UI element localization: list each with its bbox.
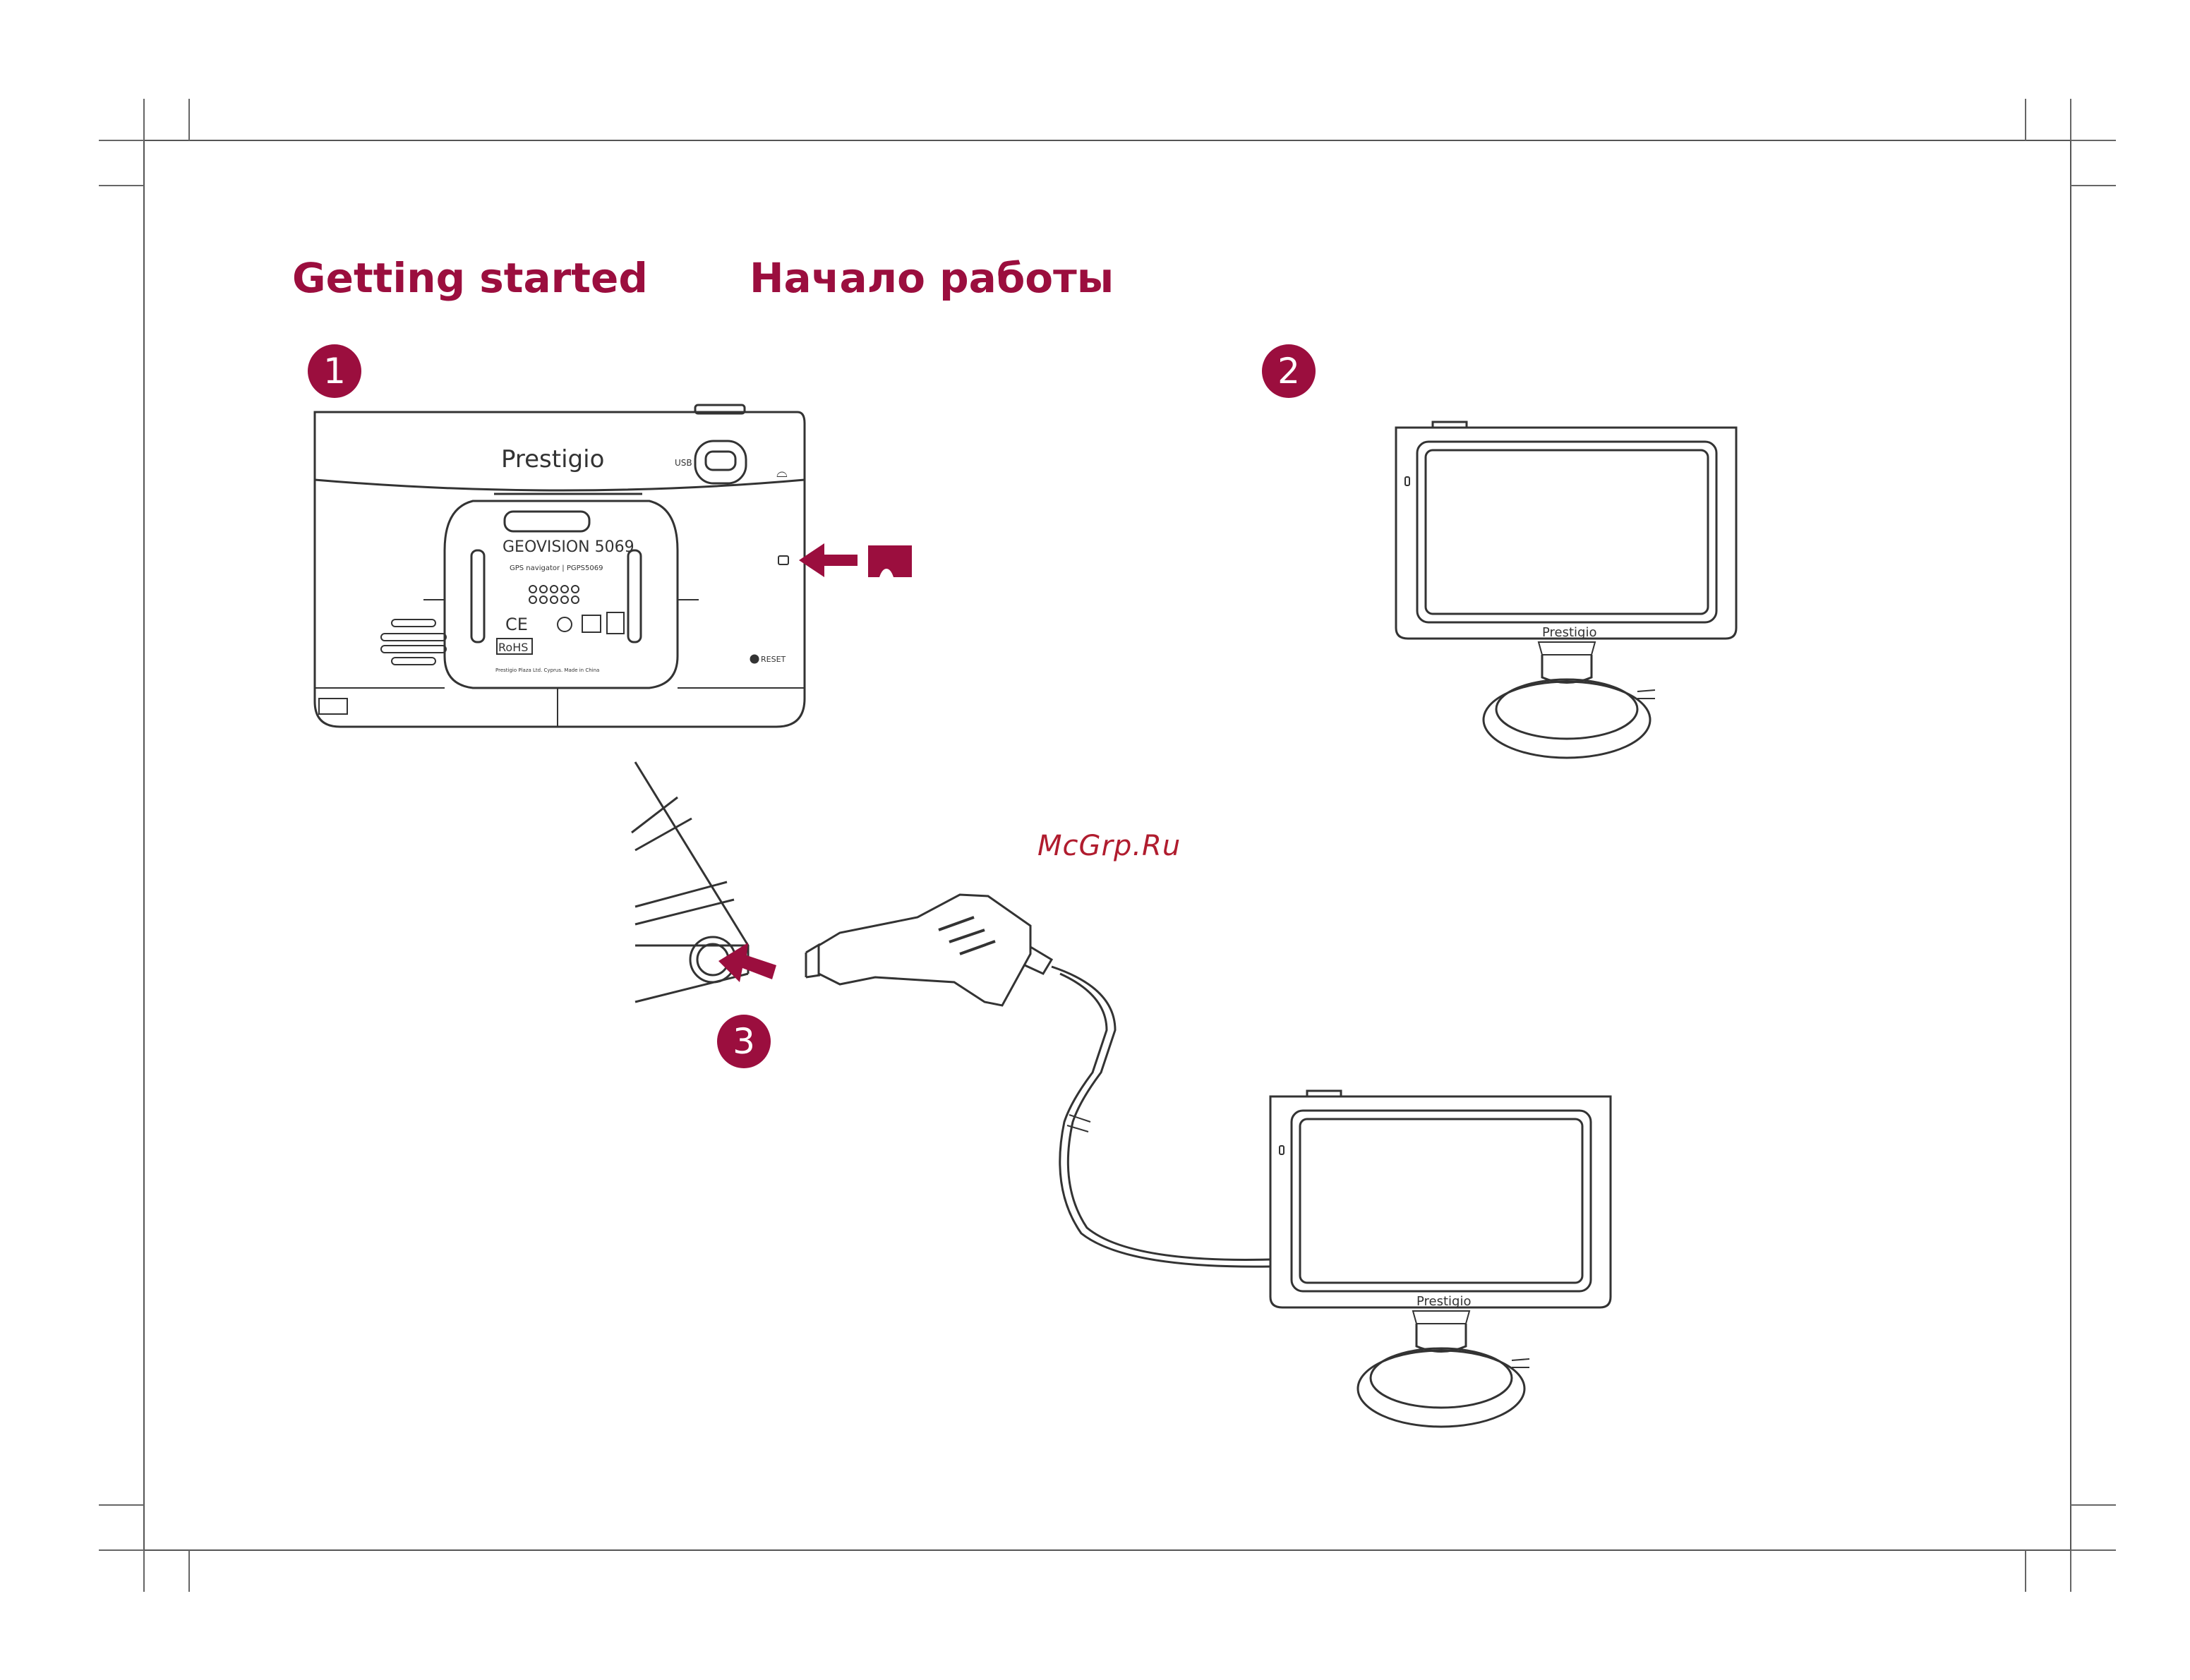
memory-card-icon xyxy=(868,545,912,577)
car-charger-illustration xyxy=(806,895,1270,1267)
headphone-icon: ⌓ xyxy=(776,464,788,481)
step-1-badge: 1 xyxy=(308,344,361,398)
front-brand-text: Prestigio xyxy=(1542,625,1597,640)
model-text: GEOVISION 5069 xyxy=(503,538,634,556)
model-subtitle-text: GPS navigator | PGPS5069 xyxy=(510,564,603,572)
heading-nachalo-raboty: Начало работы xyxy=(750,254,1114,302)
navigator-front-mounted-illustration: Prestigio xyxy=(1396,422,1736,758)
back-brand-text: Prestigio xyxy=(501,445,604,473)
dot-grid xyxy=(529,586,579,603)
navigator-front-charging-illustration: Prestigio xyxy=(1270,1091,1611,1427)
reset-label: RESET xyxy=(761,655,786,664)
heading-getting-started: Getting started xyxy=(292,254,648,302)
usb-port-label: USB xyxy=(675,458,692,468)
memory-card-insert-arrow xyxy=(799,543,912,577)
watermark: McGrp.Ru xyxy=(1037,830,1181,862)
fine-print-text: Prestigio Plaza Ltd. Cyprus. Made in Chi… xyxy=(495,667,599,673)
speaker-grille xyxy=(381,620,446,665)
front-bottom-brand-text: Prestigio xyxy=(1416,1294,1472,1309)
navigator-back-illustration: Prestigio USB ⌓ GEOVISION 5069 GPS navig… xyxy=(315,405,805,727)
ce-mark-text: CE xyxy=(505,615,528,634)
rohs-text: RoHS xyxy=(498,641,528,654)
step-2-badge: 2 xyxy=(1262,344,1316,398)
step-3-badge: 3 xyxy=(717,1015,771,1068)
